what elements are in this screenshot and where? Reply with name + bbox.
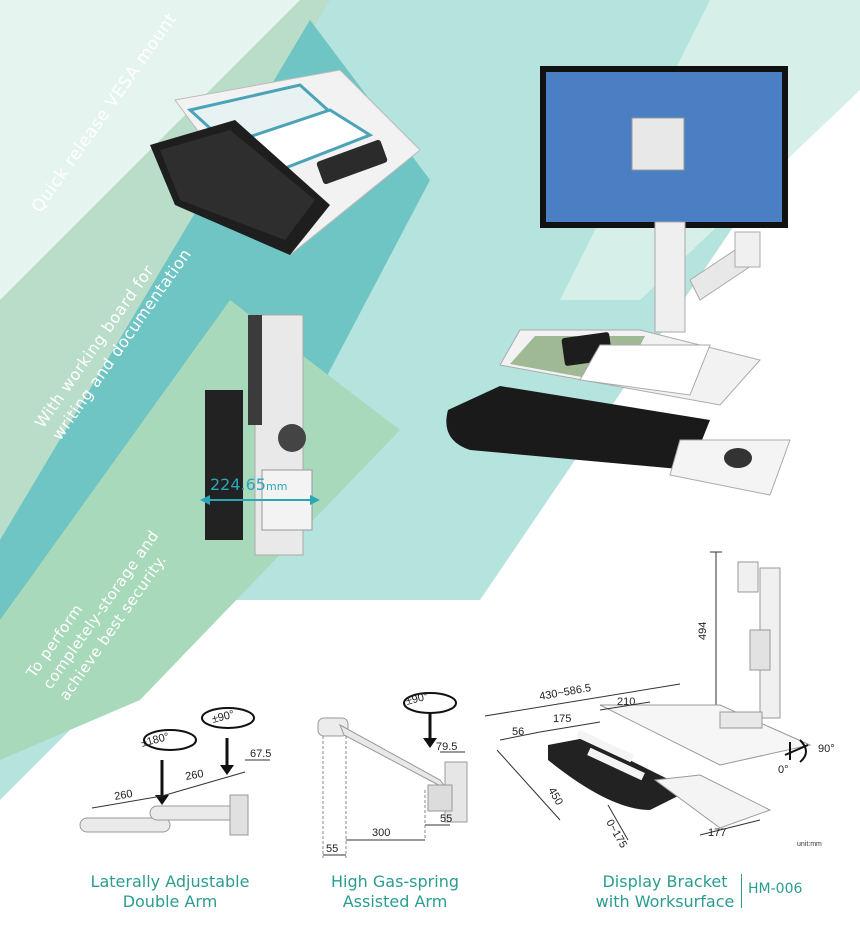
- dim-bracket-5: 0~175: [603, 818, 629, 851]
- storage-width-value: 224.65: [210, 475, 266, 494]
- dim-bracket-3: 210: [617, 696, 635, 708]
- dim-double-arm-1: 260: [113, 788, 133, 803]
- working-board-illustration: [150, 69, 421, 256]
- dim-gas-arm-3: 300: [372, 827, 390, 839]
- bracket-illustration: [484, 551, 812, 841]
- rotation-label-a: ±180°: [140, 731, 171, 750]
- model-divider: [741, 874, 742, 908]
- dim-gas-arm-4: 55: [326, 843, 338, 855]
- unit-note: unit:mm: [797, 841, 822, 848]
- caption-bracket: Display Bracket with Worksurface: [595, 872, 735, 911]
- dim-bracket-4: 450: [545, 786, 565, 808]
- gas-arm-illustration: [317, 692, 468, 858]
- rotation-label-b: ±90°: [211, 708, 236, 725]
- tilt-label-a: 0°: [778, 764, 789, 776]
- dim-double-arm-3: 67.5: [250, 748, 271, 760]
- dim-bracket-6: 177: [708, 827, 726, 839]
- storage-illustration: [200, 314, 320, 556]
- dim-gas-arm-1: 79.5: [436, 741, 457, 753]
- dim-bracket-1: 56: [512, 726, 524, 738]
- dim-double-arm-2: 260: [184, 768, 204, 783]
- model-number: HM-006: [748, 881, 803, 897]
- storage-width-unit: mm: [265, 480, 288, 493]
- tilt-label-b: 90°: [818, 743, 835, 755]
- dim-bracket-2: 175: [553, 713, 571, 725]
- storage-width-label: 224.65mm: [210, 475, 287, 494]
- caption-gas-arm: High Gas-spring Assisted Arm: [331, 872, 459, 911]
- dim-bracket-height: 494: [697, 622, 709, 640]
- rotation-label-gas: ±90°: [405, 690, 430, 707]
- dim-gas-arm-2: 55: [440, 813, 452, 825]
- monitor-workstation-illustration: [446, 66, 791, 496]
- caption-double-arm: Laterally Adjustable Double Arm: [90, 872, 250, 911]
- double-arm-illustration: [79, 707, 270, 836]
